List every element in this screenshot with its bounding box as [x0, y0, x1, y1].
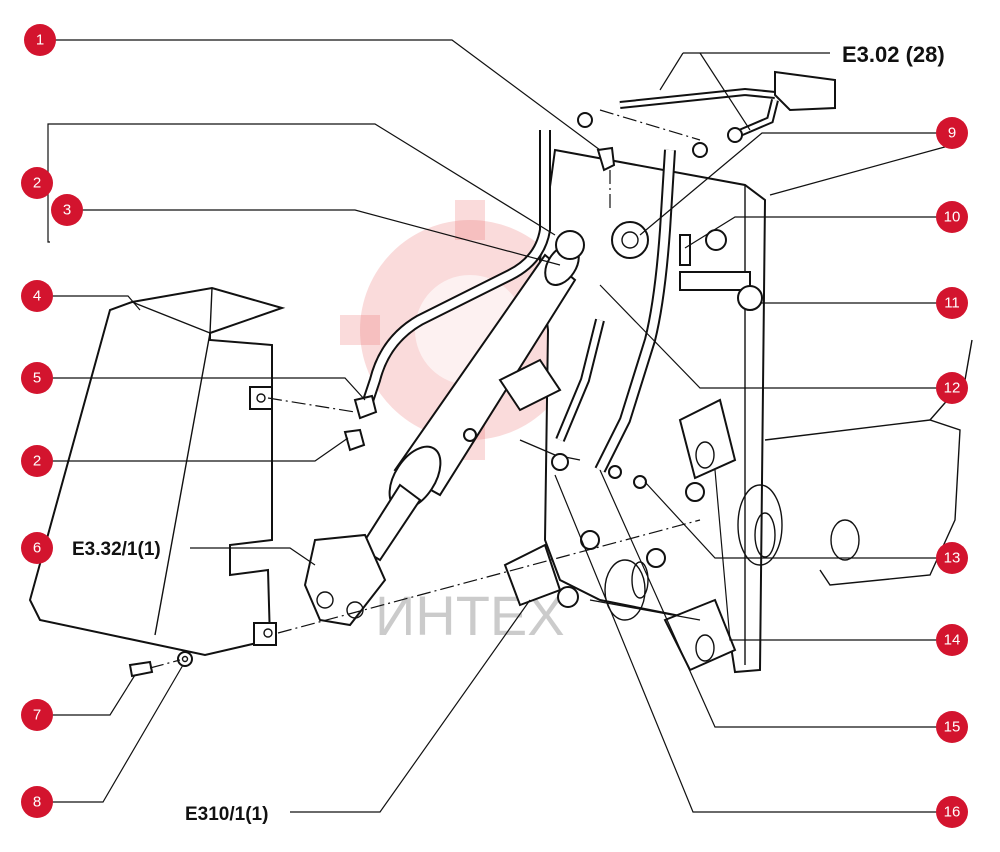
callout-16: 16: [936, 796, 968, 828]
svg-text:15: 15: [944, 719, 961, 736]
svg-text:16: 16: [944, 804, 961, 821]
svg-text:2: 2: [33, 453, 41, 470]
callout-8: 8: [21, 786, 53, 818]
svg-text:2: 2: [33, 175, 41, 192]
svg-text:13: 13: [944, 550, 961, 567]
callout-1: 1: [24, 24, 56, 56]
svg-text:5: 5: [33, 370, 41, 387]
svg-text:7: 7: [33, 707, 41, 724]
callout-11: 11: [936, 287, 968, 319]
leader-lines: [37, 39, 953, 813]
cylinder-guard: [28, 286, 378, 678]
assembly-lines: [149, 109, 701, 669]
svg-text:9: 9: [948, 125, 956, 142]
ref-e310: E310/1(1): [185, 804, 268, 825]
svg-text:12: 12: [944, 380, 961, 397]
svg-text:11: 11: [944, 295, 960, 312]
hydraulic-cylinder: [303, 230, 585, 627]
callout-5: 5: [21, 362, 53, 394]
callout-2-top: 2: [21, 167, 53, 199]
callout-7: 7: [21, 699, 53, 731]
svg-text:4: 4: [33, 288, 41, 305]
mounting-plate: [538, 148, 973, 674]
callout-2-bottom: 2: [21, 445, 53, 477]
svg-text:14: 14: [944, 632, 961, 649]
pivot-bosses: [463, 112, 763, 672]
ref-e3-02: E3.02 (28): [842, 42, 945, 67]
svg-text:1: 1: [36, 32, 44, 49]
svg-text:6: 6: [33, 540, 41, 557]
callout-6: 6: [21, 532, 53, 564]
ref-e3-32: E3.32/1(1): [72, 539, 161, 560]
callout-13: 13: [936, 542, 968, 574]
svg-text:8: 8: [33, 794, 41, 811]
callout-14: 14: [936, 624, 968, 656]
svg-text:10: 10: [944, 209, 961, 226]
callout-9: 9: [936, 117, 968, 149]
callout-3: 3: [51, 194, 83, 226]
svg-text:3: 3: [63, 202, 71, 219]
callout-4: 4: [21, 280, 53, 312]
hydraulic-hoses: [359, 70, 836, 473]
callout-15: 15: [936, 711, 968, 743]
callout-10: 10: [936, 201, 968, 233]
callout-12: 12: [936, 372, 968, 404]
